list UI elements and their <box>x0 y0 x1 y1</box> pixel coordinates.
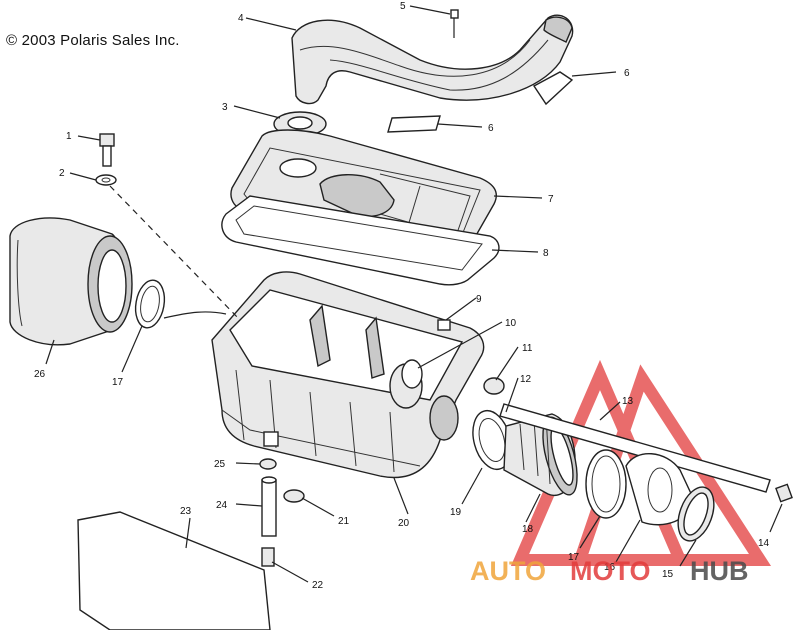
callout-20: 20 <box>398 518 410 529</box>
part-6-decal-lower <box>387 115 441 133</box>
watermark-text-moto: MOTO <box>570 556 651 586</box>
part-11-grommet <box>483 377 505 395</box>
assembly-line-bolt <box>109 185 241 321</box>
callout-15: 15 <box>662 569 674 580</box>
part-26-air-filter <box>9 217 133 346</box>
callout-6-upper: 6 <box>624 68 630 79</box>
callout-numbers: 1 2 3 4 5 6 6 7 8 9 10 11 12 13 14 15 16… <box>34 1 770 591</box>
part-18-outlet-adapter <box>503 413 578 497</box>
assembly-line-clamp <box>163 311 227 319</box>
part-2-washer <box>95 174 117 186</box>
watermark-text: AUTO MOTO HUB <box>470 556 749 586</box>
part-22-drain-plug <box>261 547 275 567</box>
callout-19: 19 <box>450 507 462 518</box>
part-5-screw <box>450 9 459 38</box>
part-9-clip <box>437 319 451 331</box>
callout-9: 9 <box>476 294 482 305</box>
part-13-rod <box>499 403 771 493</box>
callout-10: 10 <box>505 318 517 329</box>
watermark-text-hub: HUB <box>690 556 749 586</box>
callout-12: 12 <box>520 374 532 385</box>
copyright-notice: © 2003 Polaris Sales Inc. <box>6 32 180 49</box>
callout-23: 23 <box>180 506 192 517</box>
callout-22: 22 <box>312 580 324 591</box>
part-25-clamp <box>259 458 277 470</box>
callout-26: 26 <box>34 369 46 380</box>
part-17-clamp-right <box>585 449 627 519</box>
callout-4: 4 <box>238 13 244 24</box>
part-10-backfire-screen <box>401 359 423 389</box>
callout-6-lower: 6 <box>488 123 494 134</box>
watermark-text-auto: AUTO <box>470 556 546 586</box>
part-15-clamp <box>677 486 715 542</box>
callout-18: 18 <box>522 524 534 535</box>
callout-2: 2 <box>59 168 65 179</box>
part-21-grommet <box>283 489 305 503</box>
callout-13: 13 <box>622 396 634 407</box>
part-24-drain-tube <box>261 476 277 537</box>
part-17-clamp-left <box>134 279 166 329</box>
callout-17-right: 17 <box>568 552 580 563</box>
part-4-intake-duct <box>291 14 574 105</box>
callout-14: 14 <box>758 538 770 549</box>
callout-16: 16 <box>604 562 616 573</box>
part-1-bolt <box>99 133 115 167</box>
part-8-gasket <box>221 195 500 286</box>
callout-8: 8 <box>543 248 549 259</box>
callout-5: 5 <box>400 1 406 12</box>
callout-7: 7 <box>548 194 554 205</box>
callout-11: 11 <box>522 343 533 354</box>
leader-lines <box>45 5 783 583</box>
part-20-airbox-base <box>211 271 485 479</box>
callout-25: 25 <box>214 459 226 470</box>
callout-3: 3 <box>222 102 228 113</box>
part-23-plate <box>77 511 271 631</box>
part-6-decal-upper <box>532 71 574 106</box>
part-14-bolt <box>775 483 793 503</box>
callout-1: 1 <box>66 131 72 142</box>
callout-24: 24 <box>216 500 228 511</box>
callout-17-left: 17 <box>112 377 124 388</box>
callout-21: 21 <box>338 516 350 527</box>
